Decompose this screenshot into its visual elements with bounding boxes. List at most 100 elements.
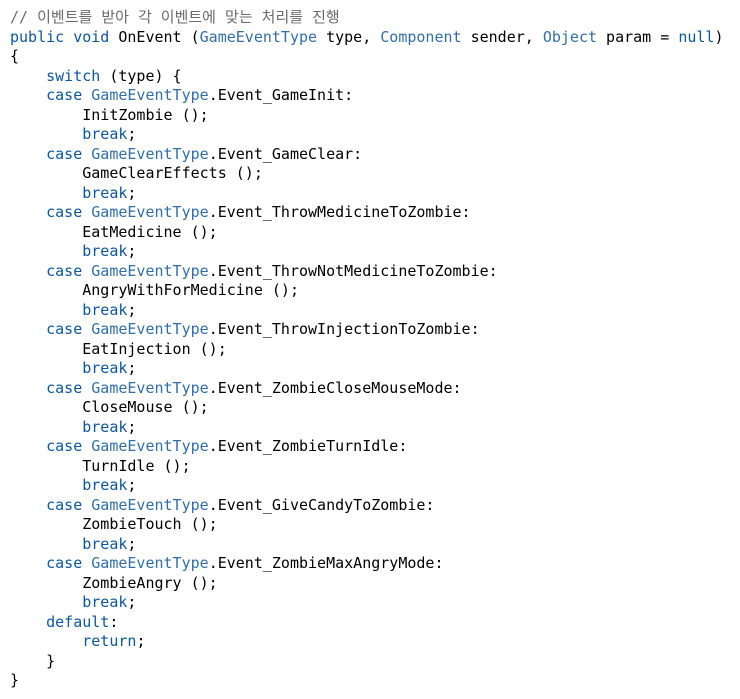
code-text [10, 554, 46, 572]
code-text: ZombieTouch (); [10, 515, 218, 533]
code-line: // 이벤트를 받아 각 이벤트에 맞는 처리를 진행 [10, 8, 723, 28]
code-text [10, 320, 46, 338]
code-text: .Event_ZombieTurnIdle: [208, 437, 408, 455]
code-text: ; [127, 593, 137, 611]
code-text: sender, [461, 27, 543, 46]
code-line: case GameEventType.Event_ThrowMedicineTo… [10, 203, 723, 223]
code-line: InitZombie (); [10, 106, 723, 126]
code-text: .Event_GameInit: [208, 86, 354, 104]
code-line: ZombieAngry (); [10, 574, 723, 594]
code-text [10, 203, 46, 221]
code-line: GameClearEffects (); [10, 164, 723, 184]
code-text: .Event_ThrowInjectionToZombie: [208, 320, 480, 338]
code-type: GameEventType [91, 320, 209, 338]
code-keyword: case [46, 261, 83, 280]
code-line: case GameEventType.Event_ZombieMaxAngryM… [10, 554, 723, 574]
code-text [10, 613, 46, 631]
code-line: { [10, 47, 723, 67]
code-keyword: break [82, 183, 128, 202]
code-text: ; [127, 300, 137, 319]
code-text [10, 145, 46, 163]
code-text [10, 476, 82, 494]
code-text [82, 203, 91, 221]
code-text [10, 379, 46, 397]
code-text: } [10, 671, 20, 689]
code-text [82, 86, 91, 104]
code-text: } [10, 651, 56, 670]
code-text: param = [597, 27, 679, 46]
code-text [10, 125, 82, 143]
code-text: ; [127, 534, 137, 553]
code-keyword: null [678, 27, 715, 46]
code-keyword: case [46, 144, 83, 163]
code-keyword: break [82, 242, 128, 260]
code-line: } [10, 652, 723, 672]
code-line: ZombieTouch (); [10, 515, 723, 535]
code-text [10, 262, 46, 280]
code-text [10, 301, 82, 319]
code-text: { [10, 47, 20, 65]
code-text: TurnIdle (); [10, 456, 191, 475]
code-text: InitZombie (); [10, 105, 209, 124]
code-type: Object [542, 27, 598, 46]
code-text [82, 437, 91, 455]
code-text: ; [136, 632, 146, 650]
code-keyword: break [82, 300, 128, 319]
code-text: AngryWithForMedicine (); [10, 281, 299, 299]
code-text: EatMedicine (); [10, 222, 218, 241]
code-text: .Event_ZombieCloseMouseMode: [208, 378, 462, 397]
code-line: case GameEventType.Event_ThrowNotMedicin… [10, 262, 723, 282]
code-line: case GameEventType.Event_GiveCandyToZomb… [10, 496, 723, 516]
code-line: break; [10, 476, 723, 496]
code-text [10, 242, 82, 260]
code-text [10, 359, 82, 377]
code-text: ) [714, 27, 724, 46]
code-text: ; [127, 183, 137, 202]
code-line: public void OnEvent (GameEventType type,… [10, 28, 723, 48]
code-line: case GameEventType.Event_ZombieCloseMous… [10, 379, 723, 399]
code-type: Component [380, 27, 462, 46]
code-type: GameEventType [91, 437, 209, 455]
code-keyword: break [82, 359, 128, 377]
code-keyword: break [82, 125, 128, 143]
code-keyword: public [10, 27, 65, 46]
code-line: switch (type) { [10, 67, 723, 87]
code-text [82, 262, 91, 280]
code-type: GameEventType [91, 495, 209, 514]
code-line: } [10, 671, 723, 691]
code-keyword: return [82, 632, 137, 650]
code-text [82, 145, 91, 163]
code-keyword: break [82, 534, 128, 553]
code-text [82, 320, 91, 338]
code-type: GameEventType [199, 27, 318, 46]
code-text: .Event_GameClear: [208, 144, 363, 163]
code-keyword: case [46, 437, 83, 455]
code-text: ; [127, 359, 137, 377]
code-text: ZombieAngry (); [10, 573, 218, 592]
code-line: break; [10, 593, 723, 613]
code-line: TurnIdle (); [10, 457, 723, 477]
code-line: case GameEventType.Event_GameInit: [10, 86, 723, 106]
code-keyword: break [82, 476, 128, 494]
code-keyword: break [82, 593, 128, 611]
code-text [10, 184, 82, 202]
code-text [82, 496, 91, 514]
code-line: break; [10, 242, 723, 262]
code-keyword: case [46, 86, 83, 104]
code-line: AngryWithForMedicine (); [10, 281, 723, 301]
code-keyword: case [46, 554, 83, 572]
code-text: type, [317, 27, 381, 46]
code-line: default: [10, 613, 723, 633]
code-keyword: case [46, 320, 83, 338]
code-type: GameEventType [91, 86, 209, 104]
code-text [82, 379, 91, 397]
code-keyword: default [46, 612, 110, 631]
code-type: GameEventType [91, 261, 209, 280]
code-text: ; [127, 476, 137, 494]
code-keyword: case [46, 495, 83, 514]
code-text: ; [127, 417, 137, 436]
code-line: return; [10, 632, 723, 652]
code-keyword: break [82, 417, 128, 436]
code-text: .Event_ZombieMaxAngryMode: [208, 554, 444, 572]
